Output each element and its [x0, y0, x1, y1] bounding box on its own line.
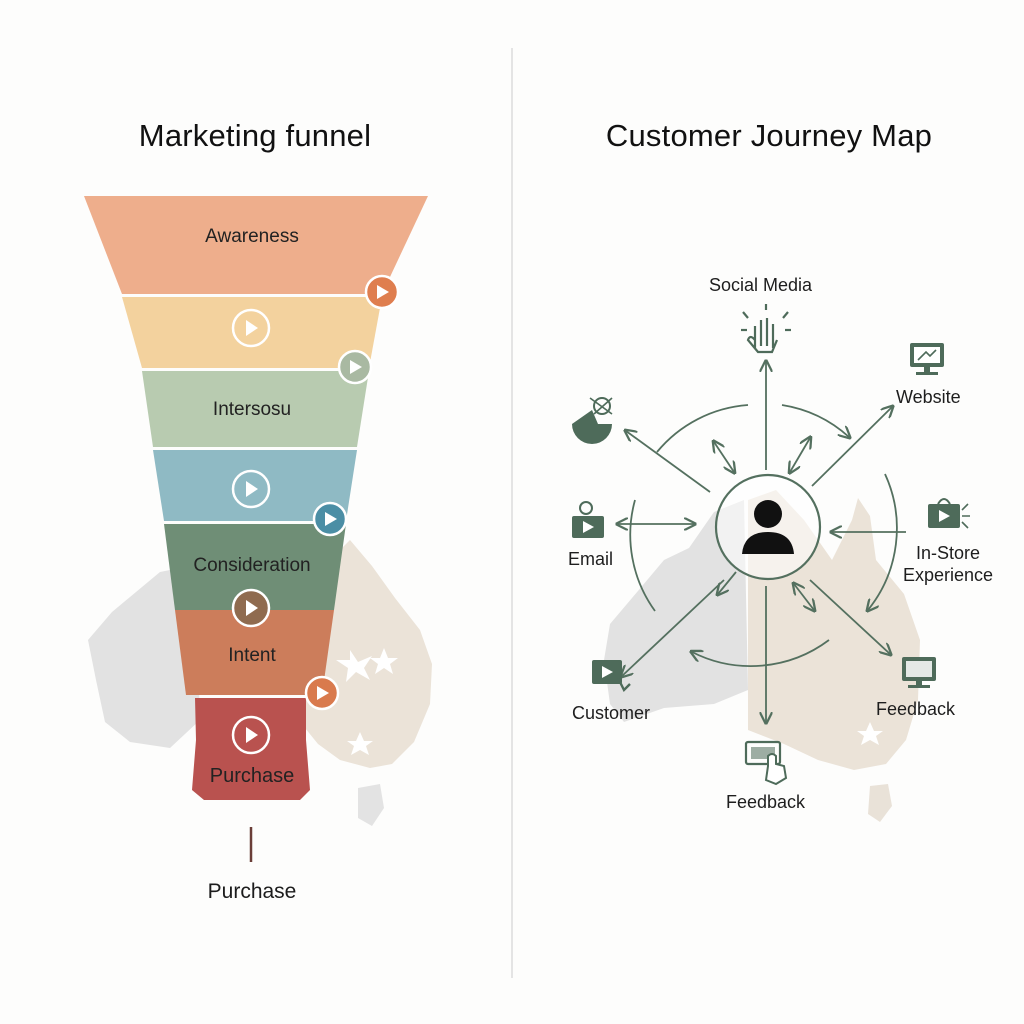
journey-arrows: [618, 362, 906, 722]
node-label-website: Website: [896, 387, 961, 407]
node-label-in-store-line1: In-Store: [915, 543, 981, 563]
funnel-band-2: [122, 297, 382, 368]
journey-title: Customer Journey Map: [605, 118, 933, 153]
funnel-stage-intent: Intent: [228, 645, 276, 666]
journey-graphic: [572, 304, 970, 822]
in-store-video-icon[interactable]: [928, 498, 970, 529]
marketing-funnel-panel: Marketing funnel: [0, 0, 510, 1024]
journey-ring: [629, 404, 898, 667]
play-icon[interactable]: [231, 715, 271, 755]
feedback-touch-icon[interactable]: [744, 740, 788, 786]
funnel-stage-purchase: Purchase: [209, 765, 295, 787]
funnel-graphic: [84, 196, 432, 862]
node-label-in-store: In-Store Experience: [898, 542, 998, 586]
funnel-band-awareness: [84, 196, 428, 294]
australia-map-background: [88, 540, 432, 826]
node-label-customer: Customer: [572, 703, 651, 723]
funnel-band-purchase: [192, 698, 310, 800]
funnel-stage-intersosu: Intersosu: [212, 399, 292, 420]
play-icon[interactable]: [231, 588, 271, 628]
customer-avatar-icon[interactable]: [714, 473, 822, 581]
email-video-icon[interactable]: [572, 501, 604, 538]
website-monitor-icon[interactable]: [910, 343, 944, 375]
arrow-button-icon[interactable]: [304, 675, 340, 711]
funnel-bottom-label: Purchase: [207, 880, 297, 903]
funnel-band-intersosu: [142, 371, 369, 447]
node-label-in-store-line2: Experience: [902, 565, 994, 585]
node-label-social-media: Social Media: [709, 275, 813, 295]
globe-icon[interactable]: [572, 397, 613, 444]
customer-journey-panel: Customer Journey Map: [514, 0, 1024, 1024]
social-media-hand-icon[interactable]: [741, 304, 791, 354]
funnel-band-4: [153, 450, 357, 521]
feedback-monitor-icon[interactable]: [902, 657, 936, 688]
node-label-email: Email: [568, 549, 614, 569]
node-label-feedback-bottom: Feedback: [726, 792, 806, 812]
node-label-feedback-right: Feedback: [876, 699, 956, 719]
funnel-stage-awareness: Awareness: [205, 226, 299, 247]
funnel-stage-consideration: Consideration: [193, 555, 311, 576]
play-icon[interactable]: [231, 308, 271, 348]
arrow-button-icon[interactable]: [364, 274, 400, 310]
funnel-title: Marketing funnel: [138, 118, 372, 153]
arrow-button-icon[interactable]: [312, 501, 348, 537]
arrow-button-icon[interactable]: [337, 349, 373, 385]
panel-divider: [511, 48, 513, 978]
play-icon[interactable]: [231, 469, 271, 509]
funnel-band-intent: [175, 610, 334, 695]
funnel-band-consideration: [164, 524, 346, 610]
customer-video-icon[interactable]: [592, 660, 631, 693]
